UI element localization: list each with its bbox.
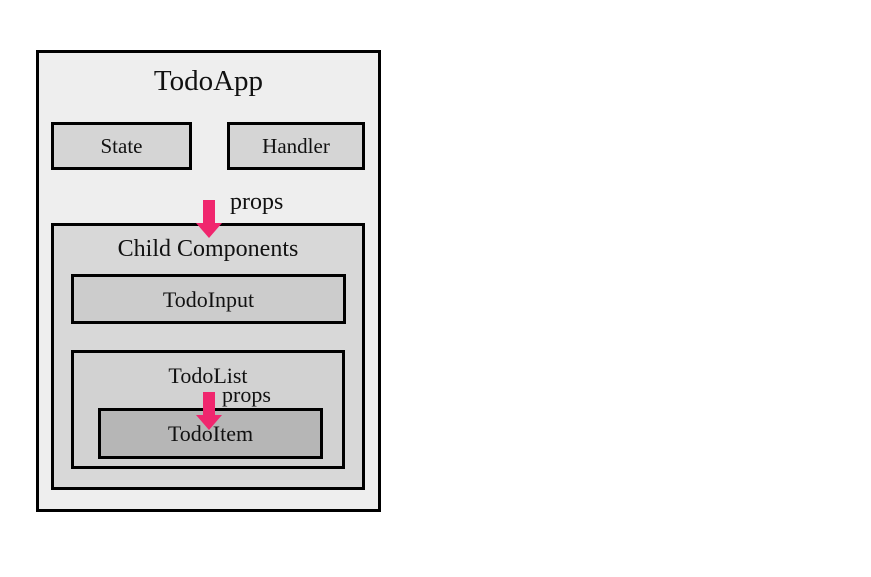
child-components-title: Child Components <box>117 236 299 262</box>
handler-label: Handler <box>262 134 330 158</box>
todoinput-box: TodoInput <box>71 274 346 324</box>
todoapp-title: TodoApp <box>153 65 264 97</box>
state-label: State <box>100 134 143 158</box>
props-arrow-down-icon <box>196 392 222 430</box>
handler-box: Handler <box>227 122 365 170</box>
todolist-title: TodoList <box>168 363 248 388</box>
props-label-inner: props <box>222 382 271 407</box>
todoinput-label: TodoInput <box>162 287 255 312</box>
props-label-top: props <box>230 189 284 215</box>
state-box: State <box>51 122 192 170</box>
props-arrow-down-icon <box>196 200 222 238</box>
